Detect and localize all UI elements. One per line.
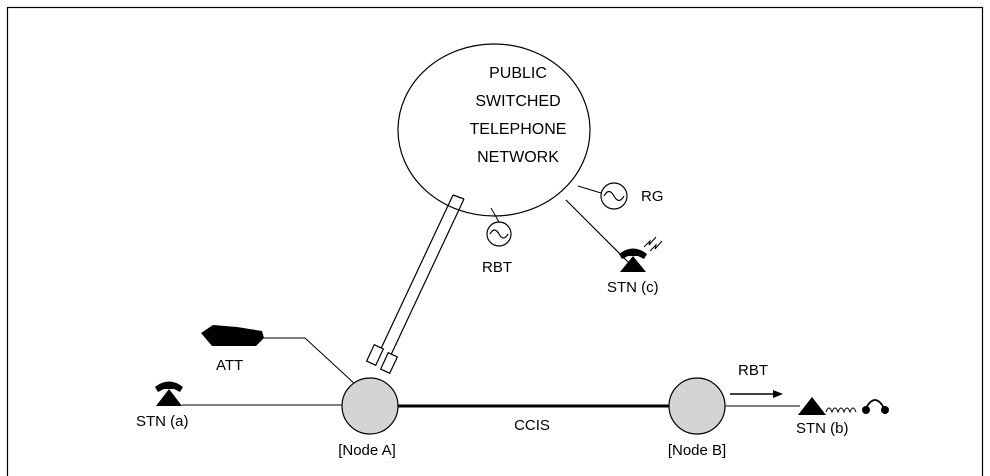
att-console: ATT — [201, 325, 357, 386]
headset-icon — [862, 399, 889, 414]
phone-base — [798, 397, 826, 415]
rg-ring-generator: RG — [577, 182, 664, 210]
node-b: [Node B] — [668, 377, 726, 459]
public-switched-telephone-network: PUBLIC SWITCHED TELEPHONE NETWORK — [397, 43, 591, 217]
attendant-console-icon — [201, 325, 264, 346]
stn-c-line — [565, 199, 629, 263]
stn-a-label: STN (a) — [136, 413, 189, 430]
trunk-connector-right — [379, 351, 399, 375]
earpiece-left — [862, 406, 870, 414]
handset — [155, 381, 183, 392]
network-label-line-2: SWITCHED — [475, 93, 560, 110]
network-label-line-3: TELEPHONE — [470, 121, 567, 138]
att-line — [261, 337, 357, 386]
stn-b-label: STN (b) — [796, 420, 849, 437]
rbt-link-label: RBT — [738, 362, 768, 379]
headset-band — [865, 399, 885, 409]
ring-bolt-1 — [643, 236, 657, 248]
rbt-network-label: RBT — [482, 259, 512, 276]
rg-label: RG — [641, 188, 664, 205]
trunk-line-cap — [452, 194, 465, 200]
stn-c: STN (c) — [607, 236, 663, 296]
diagram-border — [6, 6, 984, 476]
sine-wave-path — [489, 229, 509, 239]
rbt-arrow: RBT — [730, 362, 783, 398]
ringing-signal-icon — [643, 236, 663, 252]
stn-b: STN (b) — [796, 397, 889, 437]
phone-base — [156, 389, 182, 406]
earpiece-right — [881, 406, 889, 414]
network-label-line-4: NETWORK — [477, 149, 559, 166]
network-label-line-1: PUBLIC — [489, 65, 547, 82]
node-a-circle — [341, 377, 399, 435]
handset — [619, 248, 647, 259]
node-b-label: [Node B] — [668, 442, 726, 459]
rg-connector — [577, 185, 602, 194]
att-label: ATT — [216, 357, 243, 374]
rbt-tone-generator: RBT — [482, 207, 512, 276]
stn-a: STN (a) — [136, 381, 343, 430]
stn-c-label: STN (c) — [607, 279, 659, 296]
node-a-label: [Node A] — [338, 442, 396, 459]
telephone-icon — [619, 248, 647, 272]
ccis-label: CCIS — [514, 417, 550, 434]
trunk-line-left — [377, 194, 454, 356]
node-a: [Node A] — [338, 377, 399, 459]
network-ellipse — [397, 43, 591, 217]
node-b-circle — [668, 377, 726, 435]
arrowhead — [773, 390, 783, 398]
rbt-tone-connector — [490, 207, 500, 223]
handset-cord — [825, 407, 857, 414]
trunk-line-right — [388, 198, 465, 360]
telephone-icon — [155, 381, 183, 406]
trunk-line — [365, 194, 465, 375]
trunk-connector-left — [365, 343, 385, 367]
sine-wave-path — [603, 190, 625, 202]
phone-base — [620, 256, 646, 272]
ring-bolt-2 — [649, 240, 663, 252]
